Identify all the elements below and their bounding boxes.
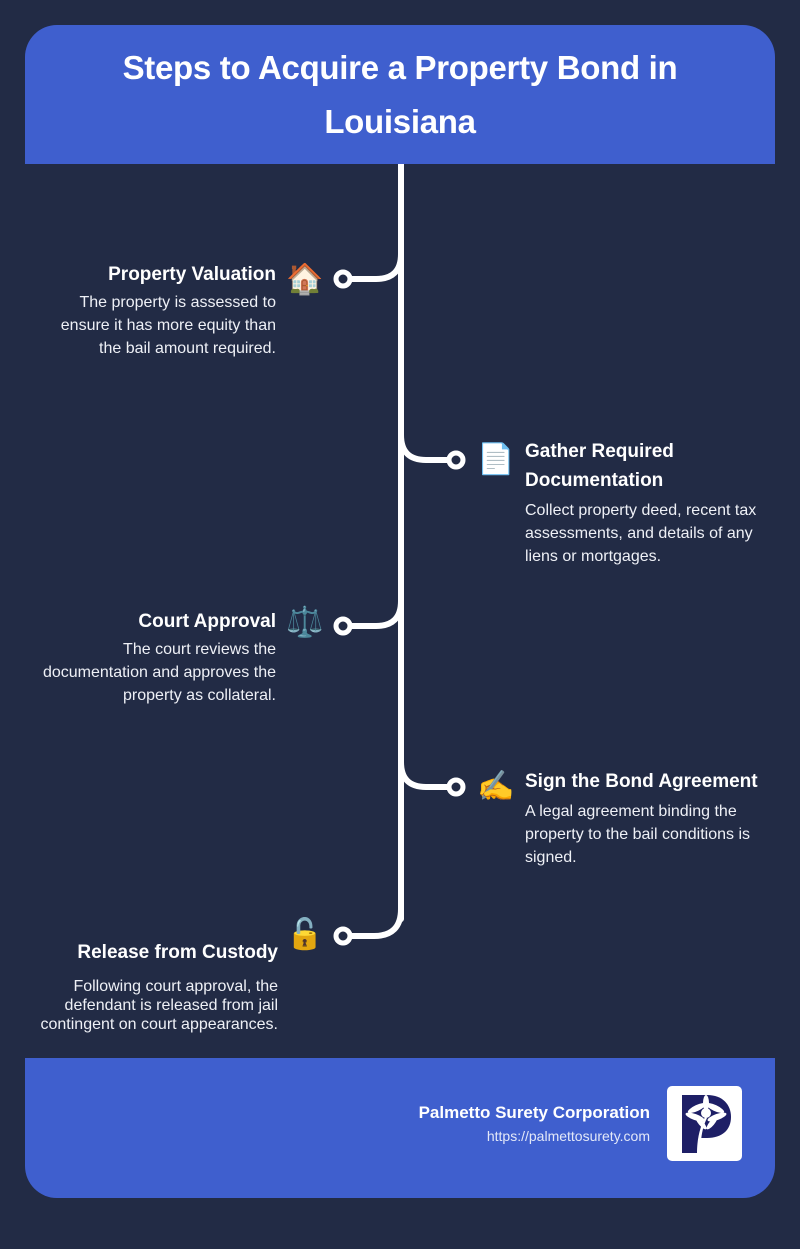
unlocked-padlock-icon: 🔓 <box>286 918 324 951</box>
step-description: The property is assessed to ensure it ha… <box>60 294 276 357</box>
timeline-step-sign-bond-agreement: Sign the Bond Agreement A legal agreemen… <box>525 767 770 869</box>
step-title: Court Approval <box>138 611 276 632</box>
timeline-step-gather-documentation: Gather Required Documentation Collect pr… <box>525 437 770 568</box>
scales-icon: ⚖️ <box>286 606 324 639</box>
writing-hand-icon: ✍️ <box>477 770 515 803</box>
house-icon: 🏠 <box>286 263 324 296</box>
timeline-step-release-from-custody: Release from Custody Following court app… <box>35 938 279 1034</box>
infographic-card: Steps to Acquire a Property Bond in Loui… <box>25 25 775 1198</box>
step-title: Sign the Bond Agreement <box>525 771 758 792</box>
timeline-step-property-valuation: Property Valuation The property is asses… <box>35 260 276 360</box>
step-description: A legal agreement binding the property t… <box>525 803 751 866</box>
node-step-3 <box>333 616 353 636</box>
header-banner: Steps to Acquire a Property Bond in Loui… <box>25 25 775 164</box>
palmetto-p-logo-icon <box>681 1094 731 1153</box>
footer-banner: Palmetto Surety Corporation https://palm… <box>25 1058 775 1198</box>
company-name: Palmetto Surety Corporation <box>418 1103 650 1122</box>
step-description: Collect property deed, recent tax assess… <box>525 502 757 565</box>
company-info: Palmetto Surety Corporation https://palm… <box>419 1101 650 1147</box>
timeline-step-court-approval: Court Approval The court reviews the doc… <box>35 607 276 707</box>
timeline-connector-lines <box>333 164 466 946</box>
step-title: Release from Custody <box>77 942 278 963</box>
document-icon: 📄 <box>477 443 515 476</box>
step-description: The court reviews the documentation and … <box>42 641 276 704</box>
node-step-1 <box>333 269 353 289</box>
node-step-2 <box>446 450 466 470</box>
step-title: Property Valuation <box>108 264 276 285</box>
step-description: Following court approval, the defendant … <box>40 978 279 1033</box>
node-step-4 <box>446 777 466 797</box>
company-logo <box>667 1086 742 1161</box>
timeline-area: Property Valuation The property is asses… <box>25 164 775 1058</box>
page-title: Steps to Acquire a Property Bond in Loui… <box>122 48 678 140</box>
node-step-5 <box>333 926 353 946</box>
company-url-link[interactable]: https://palmettosurety.com <box>486 1128 650 1144</box>
step-title: Gather Required Documentation <box>525 441 674 491</box>
